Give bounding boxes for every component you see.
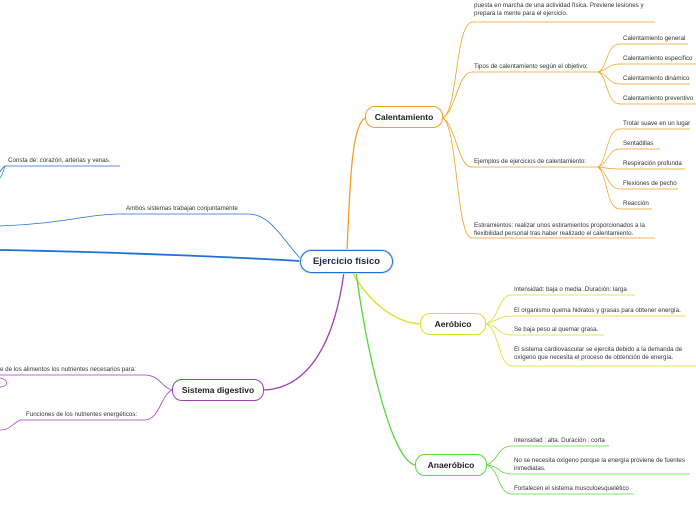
estiramientos-text: Estiramientos: realizar unos estiramient… <box>474 222 645 238</box>
digestivo-nutrientes: e de los alimentos los nutrientes necesa… <box>0 366 136 373</box>
tipos-calentamiento-label: Tipos de calentamiento según el objetivo… <box>474 63 588 70</box>
aerobico-energia: El organismo quema hidratos y grasas par… <box>514 307 681 314</box>
aerobico-node[interactable]: Aeróbico <box>420 313 486 335</box>
aerobico-intensidad: Intensidad: baja o media .Duración: larg… <box>514 286 627 293</box>
aerobico-peso: Se baja peso al quemar grasa. <box>514 326 599 333</box>
tipo-dinamico: Calentamiento dinámico <box>623 75 690 82</box>
anaerobico-connectors <box>355 271 690 495</box>
ejemplo-flexiones: Flexiones de pecho <box>623 180 677 187</box>
anaerobico-musculo: Fortalecen el sistema musculoesquelético <box>514 485 629 492</box>
tipo-general: Calentamiento general <box>623 35 686 42</box>
ejemplo-respiracion: Respiración profunda <box>623 160 682 167</box>
calentamiento-connectors <box>346 21 696 253</box>
circulatorio-connectors <box>0 165 301 262</box>
aerobico-cardiovascular: El sistema cardiovascular se ejercita de… <box>514 346 683 362</box>
consta-de-text: Consta de: corazón, arterias y venas. <box>8 157 111 164</box>
ejemplos-calentamiento-label: Ejemplos de ejercicios de calentamiento: <box>474 158 587 165</box>
digestivo-connectors <box>0 271 345 431</box>
ambos-sistemas-text: Ambos sistemas trabajan conjuntamente <box>126 205 238 212</box>
ejemplo-sentadillas: Sentadillas <box>623 140 654 147</box>
digestivo-funciones: Funciones de los nutrientes energéticos: <box>26 411 138 418</box>
anaerobico-oxigeno: No se necesita oxígeno porque la energía… <box>514 457 685 473</box>
tipo-especifico: Calentamiento específico <box>623 55 693 62</box>
anaerobico-intensidad: Intensidad : alta. Duración : corta <box>514 437 605 444</box>
root-node[interactable]: Ejercicio físico <box>300 250 393 273</box>
ejemplo-reaccion: Reacción <box>623 200 649 207</box>
anaerobico-node[interactable]: Anaeróbico <box>415 454 487 476</box>
calentamiento-node[interactable]: Calentamiento <box>365 106 443 128</box>
ejemplo-trotar: Trotar suave en un lugar <box>623 120 691 127</box>
digestivo-node[interactable]: Sistema digestivo <box>172 379 264 401</box>
calentamiento-intro: puesta en marcha de una actividad física… <box>474 2 644 18</box>
tipo-preventivo: Calentamiento preventivo <box>623 95 694 102</box>
aerobico-connectors <box>351 271 696 367</box>
